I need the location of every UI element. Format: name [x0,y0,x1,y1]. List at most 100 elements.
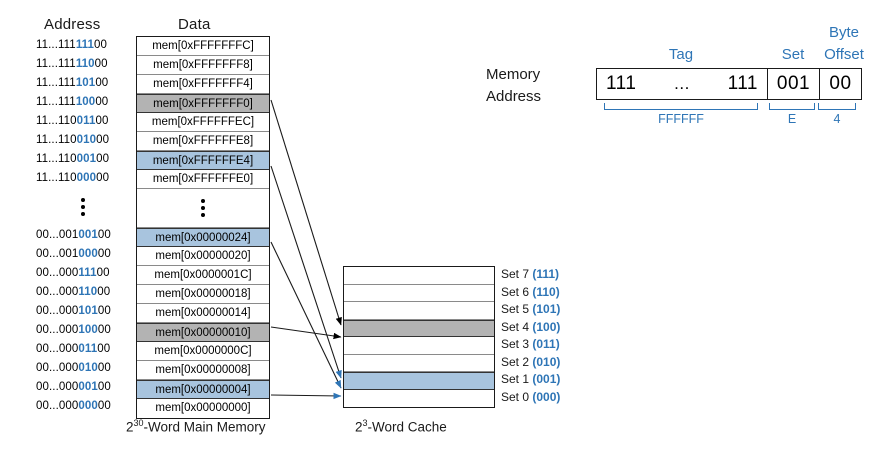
address-tag-bits: 00...000 [36,362,79,374]
cache-set-name: Set 7 [501,267,533,281]
cache-set-row [344,372,494,390]
tag-field-heading: Tag [668,46,694,63]
address-offset-bits: 00 [97,305,111,317]
cache-set-label: Set 3 (011) [501,336,611,354]
address-tag-bits: 00...000 [36,400,79,412]
address-offset-bits: 00 [97,343,111,355]
memory-data-row: mem[0xFFFFFFF8] [137,56,269,75]
tag-bits-left: 111 [606,73,637,94]
cache-set-label: Set 4 (100) [501,319,611,337]
cache-set-label: Set 5 (101) [501,301,611,319]
arrow-mem00000024-to-set1 [270,241,342,389]
address-row: 11...11000100 [36,150,130,169]
address-row: 00...00011100 [36,264,130,283]
address-offset-bits: 00 [97,286,111,298]
main-memory-caption-exponent: 30 [133,418,144,428]
address-row: 11...11001100 [36,112,130,131]
cache-set-name: Set 6 [501,284,533,299]
address-set-bits: 001 [76,153,97,165]
address-set-bits: 010 [76,134,97,146]
address-set-bits: 100 [75,96,96,108]
address-offset-bits: 00 [96,153,110,165]
memory-data-row: mem[0xFFFFFFF4] [137,75,269,94]
tag-bits-right: 111 [727,73,758,94]
cache-table [343,266,495,408]
address-offset-bits: 00 [95,77,109,89]
address-tag-bits: 00...001 [36,229,79,241]
memory-data-row: mem[0xFFFFFFFC] [137,37,269,56]
address-offset-bits: 00 [97,324,111,336]
address-set-bits: 110 [75,58,95,70]
address-offset-bits: 00 [95,115,109,127]
address-offset-bits: 00 [94,39,108,51]
main-memory-caption-base: 2 [126,419,134,435]
address-row: 11...11111100 [36,36,130,55]
address-ellipsis [36,188,130,226]
offset-field-heading: Offset [824,46,864,63]
address-offset-bits: 00 [97,362,111,374]
address-field-box: 111 ... 111 001 00 [596,68,862,100]
memory-ellipsis-row [137,189,269,228]
memory-data-row: mem[0x00000000] [137,399,269,418]
memory-data-row: mem[0x00000020] [137,247,269,266]
tag-brace [604,103,758,110]
address-set-bits: 100 [78,324,98,336]
address-row: 00...00001100 [36,340,130,359]
memory-data-row: mem[0x00000024] [137,228,269,247]
data-column-heading: Data [178,16,211,33]
cache-set-name: Set 1 [501,372,533,386]
address-set-bits: 111 [75,39,95,51]
set-brace [769,103,815,110]
set-field-cell: 001 [767,69,819,99]
cache-set-name: Set 3 [501,337,533,351]
address-row: 11...11110100 [36,74,130,93]
address-set-bits: 001 [78,229,98,241]
address-tag-bits: 11...111 [36,77,76,89]
cache-set-name: Set 5 [501,302,533,316]
tag-brace-label: FFFFFF [658,112,704,126]
cache-caption: 23-Word Cache [355,418,447,435]
memory-data-row: mem[0x00000018] [137,285,269,304]
memory-data-row: mem[0x00000014] [137,304,269,323]
address-row: 00...00000100 [36,378,130,397]
memory-address-breakdown: Memory Address Tag Set Byte Offset 111 .… [486,18,866,138]
cache-set-row [344,389,494,407]
arrow-mem00000010-to-set4 [270,326,342,340]
cache-set-name: Set 2 [501,354,533,369]
address-set-bits: 101 [75,77,96,89]
address-tag-bits: 00...000 [36,324,79,336]
cache-set-bits: (001) [532,372,561,386]
address-set-bits: 011 [76,115,96,127]
cache-set-bits: (100) [532,319,561,334]
cache-set-bits: (010) [532,354,561,369]
memory-data-row: mem[0xFFFFFFEC] [137,113,269,132]
address-row: 00...00100100 [36,226,130,245]
address-row: 11...11000000 [36,169,130,188]
memory-data-row: mem[0x00000008] [137,361,269,380]
address-tag-bits: 11...111 [36,58,76,70]
address-tag-bits: 11...110 [36,172,77,184]
memory-data-row: mem[0xFFFFFFF0] [137,94,269,113]
address-tag-bits: 11...110 [36,134,77,146]
set-brace-label: E [787,112,797,126]
byte-field-heading: Byte [828,24,859,41]
address-column-heading: Address [44,16,101,33]
address-offset-bits: 00 [97,400,111,412]
memory-data-row: mem[0xFFFFFFE0] [137,170,269,189]
cache-set-label: Set 2 (010) [501,354,611,372]
cache-set-row [344,284,494,302]
memory-address-label-line1: Memory [486,66,541,83]
cache-set-labels: Set 7 (111)Set 6 (110)Set 5 (101)Set 4 (… [501,266,611,406]
address-row: 11...11110000 [36,93,130,112]
memory-address-label-line2: Address [486,88,542,105]
address-set-bits: 011 [78,343,98,355]
set-field-heading: Set [781,46,805,63]
address-row: 00...00011000 [36,283,130,302]
address-set-bits: 111 [78,267,97,279]
cache-set-label: Set 6 (110) [501,284,611,302]
address-tag-bits: 00...000 [36,381,79,393]
address-row: 00...00100000 [36,245,130,264]
cache-set-name: Set 0 [501,389,533,404]
address-tag-bits: 11...110 [36,153,77,165]
